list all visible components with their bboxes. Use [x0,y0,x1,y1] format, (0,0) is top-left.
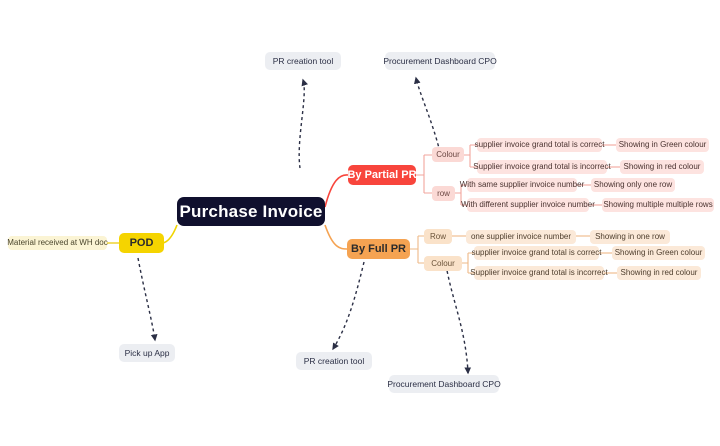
partial-row-result-one-row[interactable]: Showing only one row [591,178,675,192]
branch-by-full-pr[interactable]: By Full PR [347,239,410,259]
full-category-row[interactable]: Row [424,229,452,244]
edge-dashed-pod-to-pickup [137,257,158,342]
full-colour-leaf-incorrect[interactable]: Supplier invoice grand total is incorrec… [470,266,608,280]
partial-colour-leaf-incorrect-label: Supplier invoice grand total is incorrec… [473,162,611,171]
partial-row-result-multiple-rows[interactable]: Showing multiple multiple rows [602,198,714,212]
branch-pod-label: POD [129,236,154,249]
full-category-colour[interactable]: Colour [424,256,462,271]
note-pr-creation-tool-bottom-label: PR creation tool [303,355,365,366]
full-row-leaf-one-number[interactable]: one supplier invoice number [466,230,576,244]
partial-row-leaf-different-number-label: With different supplier invoice number [461,200,595,209]
partial-colour-leaf-correct-label: supplier invoice grand total is correct [474,140,605,149]
note-pr-creation-tool-top[interactable]: PR creation tool [265,52,341,70]
partial-row-leaf-different-number[interactable]: With different supplier invoice number [461,198,595,212]
partial-colour-result-red[interactable]: Showing in red colour [620,160,704,174]
edge-dashed-partial-to-pr-tool [298,78,308,169]
full-colour-leaf-correct-label: supplier invoice grand total is correct [471,248,602,257]
full-row-result-one-row-label: Showing in one row [595,232,665,241]
pod-leaf-material-received-label: Material received at WH doc [7,238,108,247]
full-colour-result-green[interactable]: Showing in Green colour [612,246,705,260]
edge-dashed-partial-to-dashboard [414,76,441,153]
partial-row-leaf-same-number[interactable]: With same supplier invoice number [460,178,584,192]
edge-root-full [324,224,348,250]
root-node-label: Purchase Invoice [179,202,323,221]
note-pick-up-app-label: Pick up App [124,347,170,358]
edge-root-partial [324,174,349,208]
partial-colour-result-green[interactable]: Showing in Green colour [616,138,709,152]
note-pr-creation-tool-top-label: PR creation tool [272,55,334,66]
full-row-leaf-one-number-label: one supplier invoice number [470,232,572,241]
note-procurement-dashboard-cpo-bottom[interactable]: Procurement Dashboard CPO [387,375,501,393]
branch-by-partial-pr-label: By Partial PR [347,168,417,181]
note-pr-creation-tool-bottom[interactable]: PR creation tool [296,352,372,370]
branch-pod[interactable]: POD [119,233,164,253]
partial-category-row[interactable]: row [432,186,455,201]
full-colour-result-green-label: Showing in Green colour [614,248,703,257]
partial-category-colour[interactable]: Colour [432,147,464,162]
full-colour-leaf-incorrect-label: Supplier invoice grand total is incorrec… [470,268,608,277]
partial-colour-result-red-label: Showing in red colour [623,162,701,171]
root-node-purchase-invoice[interactable]: Purchase Invoice [177,197,325,226]
edge-dashed-full-to-dashboard [445,264,472,375]
partial-category-colour-label: Colour [436,149,460,159]
edge-dashed-full-to-pr-tool [332,261,365,351]
partial-row-leaf-same-number-label: With same supplier invoice number [459,180,585,189]
partial-row-result-one-row-label: Showing only one row [593,180,673,189]
branch-by-partial-pr[interactable]: By Partial PR [347,165,417,185]
pod-leaf-material-received[interactable]: Material received at WH doc [7,236,108,250]
full-colour-leaf-correct[interactable]: supplier invoice grand total is correct [471,246,602,260]
edge-partial-spine [416,154,432,194]
partial-row-result-multiple-rows-label: Showing multiple multiple rows [603,200,713,209]
partial-colour-leaf-incorrect[interactable]: Supplier invoice grand total is incorrec… [473,160,611,174]
partial-category-row-label: row [437,188,450,198]
branch-by-full-pr-label: By Full PR [351,242,407,255]
partial-colour-leaf-correct[interactable]: supplier invoice grand total is correct [474,138,605,152]
full-colour-result-red[interactable]: Showing in red colour [617,266,701,280]
full-category-row-label: Row [430,231,447,241]
note-pick-up-app[interactable]: Pick up App [119,344,175,362]
partial-colour-result-green-label: Showing in Green colour [618,140,707,149]
full-category-colour-label: Colour [431,258,455,268]
note-procurement-dashboard-cpo-bottom-label: Procurement Dashboard CPO [387,378,501,389]
full-colour-result-red-label: Showing in red colour [620,268,698,277]
edge-full-spine [410,235,424,264]
full-row-result-one-row[interactable]: Showing in one row [590,230,670,244]
note-procurement-dashboard-cpo-top-label: Procurement Dashboard CPO [383,55,497,66]
note-procurement-dashboard-cpo-top[interactable]: Procurement Dashboard CPO [383,52,497,70]
